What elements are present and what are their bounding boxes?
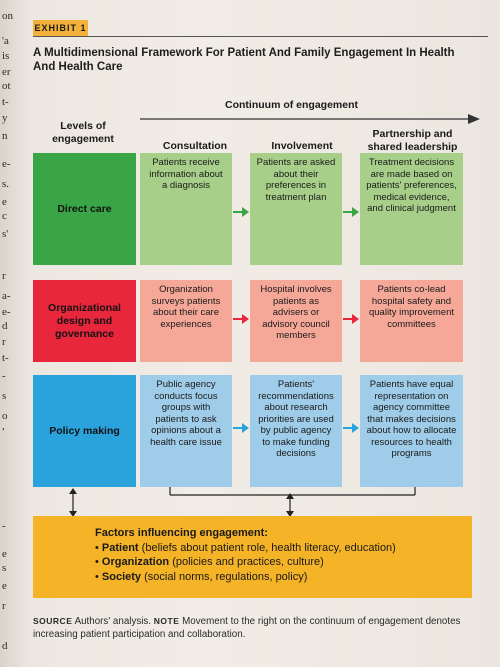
exhibit-label: EXHIBIT 1 (33, 20, 88, 36)
margin-fragment: 'a (2, 35, 9, 47)
margin-fragment: ot (2, 80, 11, 92)
arrow-right-icon (233, 314, 249, 324)
level-direct-care: Direct care (33, 153, 136, 265)
header-consultation: Consultation (162, 140, 228, 152)
margin-fragment: c (2, 210, 7, 222)
factor-organization: • Organization (policies and practices, … (95, 556, 324, 568)
header-levels: Levels of engagement (52, 120, 114, 145)
margin-fragment: y (2, 112, 8, 124)
margin-fragment: - (2, 520, 6, 532)
margin-fragment: e (2, 580, 7, 592)
margin-fragment: n (2, 130, 8, 142)
arrow-right-icon (233, 207, 249, 217)
arrow-right-icon (343, 207, 359, 217)
cell-direct-care-consultation: Patients receive information about a dia… (140, 153, 232, 265)
factor-society: • Society (social norms, regulations, po… (95, 570, 308, 583)
level-organizational: Organizational design and governance (33, 280, 136, 362)
figure-title: A Multidimensional Framework For Patient… (33, 47, 455, 73)
margin-fragment: d (2, 640, 8, 652)
margin-fragment: on (2, 10, 13, 22)
margin-fragment: s (2, 390, 7, 402)
cell-policy-involvement: Patients' recommendations about research… (250, 375, 342, 487)
margin-fragment: e- (2, 158, 11, 170)
margin-fragment: s. (2, 178, 10, 190)
arrow-right-icon (233, 423, 249, 433)
margin-fragment: r (2, 336, 6, 348)
cell-policy-consultation: Public agency conducts focus groups with… (140, 375, 232, 487)
cell-organizational-consultation: Organization surveys patients about thei… (140, 280, 232, 362)
margin-fragment: is (2, 50, 10, 62)
level-policy-making: Policy making (33, 375, 136, 487)
margin-fragment: e (2, 548, 7, 560)
margin-fragment: t- (2, 352, 9, 364)
continuum-label: Continuum of engagement (225, 99, 358, 111)
top-rule (33, 36, 488, 37)
margin-fragment: a- (2, 290, 11, 302)
margin-fragment: d (2, 320, 8, 332)
arrow-right-icon (343, 423, 359, 433)
margin-fragment: - (2, 370, 6, 382)
cell-direct-care-partnership: Treatment decisions are made based on pa… (360, 153, 463, 265)
factors-box: Factors influencing engagement: • Patien… (33, 516, 472, 598)
connector-lines (69, 487, 416, 517)
margin-fragment: t- (2, 96, 9, 108)
margin-fragment: er (2, 66, 11, 78)
cell-policy-partnership: Patients have equal representation on ag… (360, 375, 463, 487)
margin-fragment: s (2, 562, 7, 574)
arrow-right-icon (343, 314, 359, 324)
margin-fragment: r (2, 600, 6, 612)
cell-organizational-involvement: Hospital involves patients as advisers o… (250, 280, 342, 362)
margin-fragment: , (2, 420, 5, 432)
cell-organizational-partnership: Patients co-lead hospital safety and qua… (360, 280, 463, 362)
factors-heading: Factors influencing engagement: (95, 527, 268, 539)
continuum-arrow (140, 114, 480, 124)
margin-fragment: o (2, 410, 8, 422)
margin-fragment: r (2, 270, 6, 282)
header-partnership: Partnership and shared leadership (367, 128, 458, 153)
cell-direct-care-involvement: Patients are asked about their preferenc… (250, 153, 342, 265)
margin-fragment: e (2, 196, 7, 208)
header-involvement: Involvement (271, 140, 333, 152)
source-note: SOURCE Authors' analysis. NOTE Movement … (33, 616, 461, 640)
margin-fragment: e- (2, 306, 11, 318)
margin-fragment: s' (2, 228, 9, 240)
factor-patient: • Patient (beliefs about patient role, h… (95, 541, 396, 554)
